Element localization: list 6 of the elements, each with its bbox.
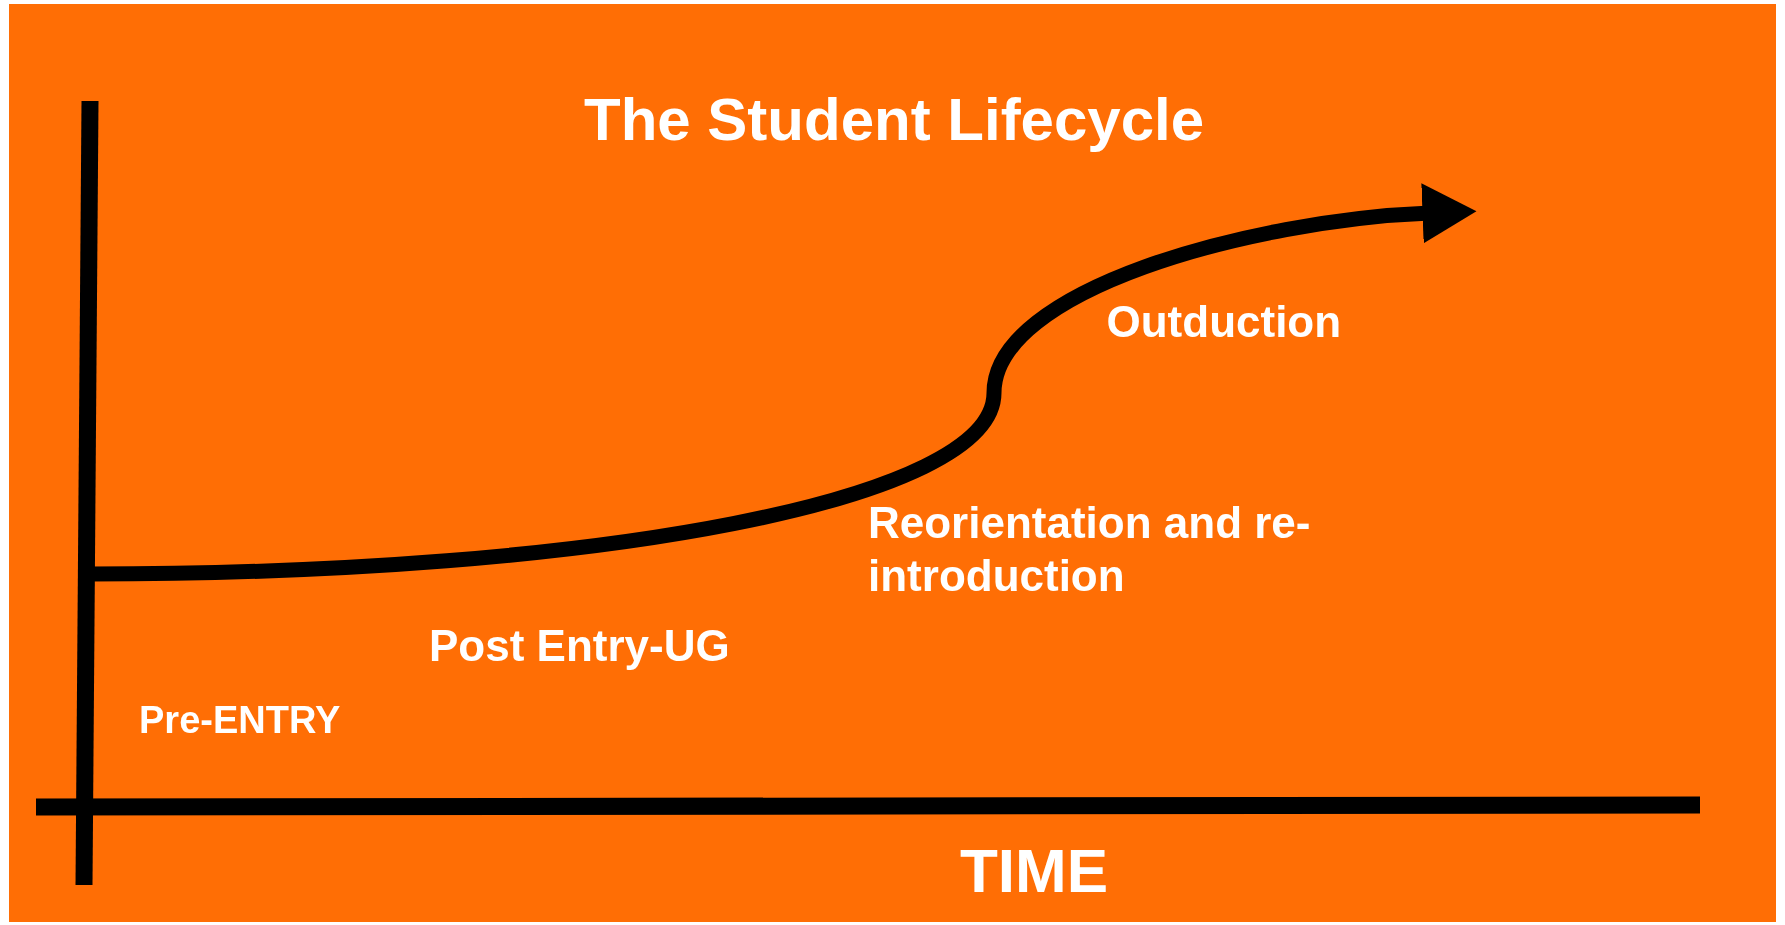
axis-label: TIME [960,835,1109,907]
phase-label: Post Entry-UG [429,620,730,672]
phase-label: Pre-ENTRY [139,698,341,743]
title: The Student Lifecycle [584,85,1205,155]
phase-label: Reorientation and re-introduction [868,497,1312,602]
phase-label: Outduction [1106,296,1342,348]
